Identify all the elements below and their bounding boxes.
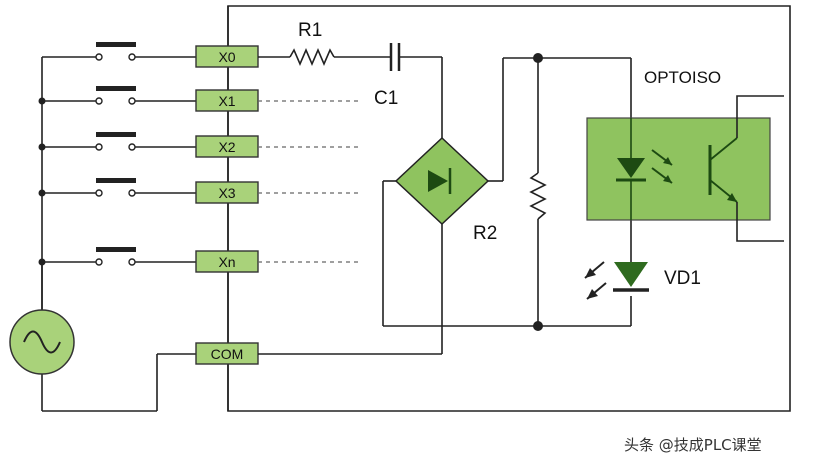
terminal-x0: X0	[195, 45, 259, 68]
switch-contact	[95, 97, 103, 105]
input-row-1	[42, 86, 196, 105]
r1-label: R1	[298, 20, 322, 41]
sine-wave-icon	[23, 330, 61, 354]
switch-contact	[128, 143, 136, 151]
vd1-led	[584, 261, 649, 300]
terminal-x2: X2	[195, 135, 259, 158]
terminal-x3: X3	[195, 181, 259, 204]
switch-contact	[128, 258, 136, 266]
terminal-xn: Xn	[195, 250, 259, 273]
light-emission-icon	[651, 149, 673, 184]
switch-contact	[95, 189, 103, 197]
terminal-x1-label: X1	[218, 93, 235, 109]
switch-contact	[128, 53, 136, 61]
resistor-r1	[289, 47, 335, 67]
pushbutton-bar	[96, 86, 136, 91]
bridge-diode-triangle	[428, 170, 448, 192]
opto-output-collector	[736, 95, 784, 138]
pushbutton-bar	[96, 42, 136, 47]
terminal-xn-label: Xn	[218, 254, 235, 270]
vd1-diode-icon	[614, 262, 648, 287]
pushbutton-bar	[96, 247, 136, 252]
pushbutton-bar	[96, 132, 136, 137]
terminal-x3-label: X3	[218, 185, 235, 201]
bridge-rectifier	[394, 136, 490, 226]
vd1-label: VD1	[664, 268, 701, 289]
switch-contact	[95, 53, 103, 61]
switch-contact	[128, 97, 136, 105]
opto-led-icon	[617, 158, 645, 178]
input-row-2	[42, 132, 196, 151]
r2-label: R2	[473, 223, 497, 244]
resistor-r2	[529, 172, 547, 220]
input-row-3	[42, 178, 196, 197]
terminal-x0-label: X0	[218, 49, 235, 65]
switch-contact	[95, 143, 103, 151]
switch-contact	[95, 258, 103, 266]
input-row-n	[42, 247, 196, 266]
switch-contact	[128, 189, 136, 197]
opto-output-emitter	[736, 202, 784, 242]
optoiso-label: OPTOISO	[644, 68, 721, 87]
terminal-com: COM	[195, 342, 259, 365]
terminal-x1: X1	[195, 89, 259, 112]
optoisolator-body	[586, 117, 771, 221]
c1-label: C1	[374, 88, 398, 109]
input-row-0	[42, 42, 196, 61]
terminal-com-label: COM	[211, 346, 244, 362]
optoisolator	[586, 117, 771, 221]
watermark-text: 头条 @技成PLC课堂	[624, 436, 762, 454]
vd1-light-icon	[584, 261, 607, 300]
pushbutton-bar	[96, 178, 136, 183]
phototransistor-icon	[708, 137, 738, 203]
terminal-x2-label: X2	[218, 139, 235, 155]
ac-source	[9, 262, 75, 375]
